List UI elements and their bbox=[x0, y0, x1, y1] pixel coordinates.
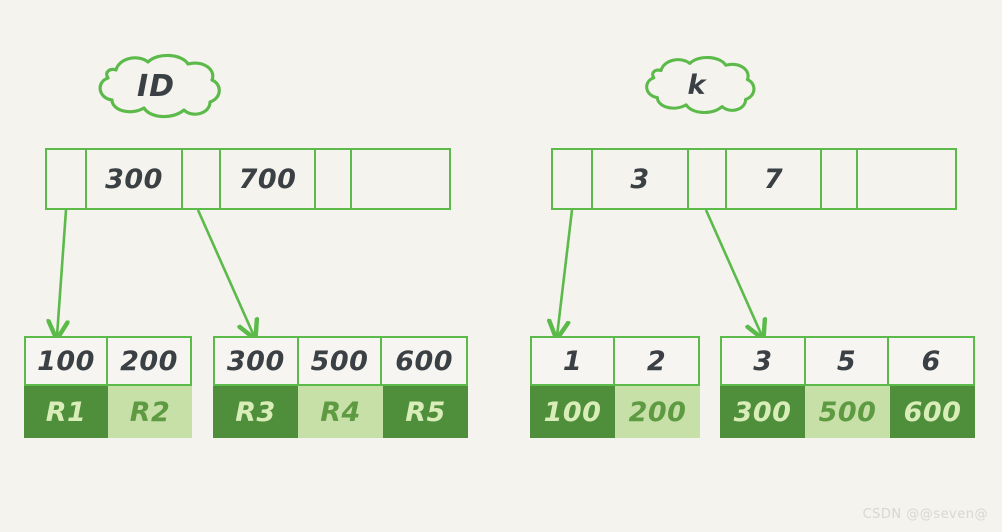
leaf-key-cell[interactable]: 1 bbox=[532, 338, 616, 384]
leaf-key-cell[interactable]: 200 bbox=[120, 345, 178, 377]
root-pointer-cell[interactable] bbox=[689, 150, 727, 208]
leaf-key-cell[interactable]: 300 bbox=[215, 338, 299, 384]
leaf-value-cell[interactable]: R2 bbox=[108, 386, 192, 438]
leaf-value-cell[interactable]: 300 bbox=[720, 386, 805, 438]
root-empty-cell[interactable] bbox=[352, 150, 448, 208]
leaf-value-cell[interactable]: R3 bbox=[213, 386, 298, 438]
leaf-key-cell[interactable]: 100 bbox=[26, 338, 109, 384]
leaf-key-cell[interactable]: 3 bbox=[722, 338, 806, 384]
leaf-node-4: 3 5 6 300 500 600 bbox=[720, 336, 975, 438]
root-empty-cell[interactable] bbox=[858, 150, 954, 208]
leaf-key-cell[interactable]: 500 bbox=[299, 338, 383, 384]
cloud-label-id: ID bbox=[86, 50, 226, 122]
leaf-key-row: 100 200 bbox=[24, 336, 192, 386]
leaf-value-cell[interactable]: R4 bbox=[298, 386, 383, 438]
leaf-node-3: 1 2 100 200 bbox=[530, 336, 700, 438]
cloud-label-k: k bbox=[634, 52, 760, 118]
root-key-cell[interactable]: 3 bbox=[593, 150, 689, 208]
leaf-value-row: 300 500 600 bbox=[720, 386, 975, 438]
leaf-key-cell[interactable]: 2 bbox=[646, 345, 667, 377]
root-pointer-cell[interactable] bbox=[553, 150, 593, 208]
root-node-id: 300 700 bbox=[45, 148, 451, 210]
leaf-value-cell[interactable]: 500 bbox=[805, 386, 890, 438]
leaf-key-row: 300 500 600 bbox=[213, 336, 468, 386]
leaf-value-cell[interactable]: R5 bbox=[383, 386, 468, 438]
root-node-k: 3 7 bbox=[551, 148, 957, 210]
leaf-node-1: 100 200 R1 R2 bbox=[24, 336, 192, 438]
leaf-key-cell[interactable]: 6 bbox=[921, 345, 941, 377]
leaf-value-cell[interactable]: 200 bbox=[615, 386, 700, 438]
root-key-cell[interactable]: 7 bbox=[727, 150, 822, 208]
leaf-value-cell[interactable]: 100 bbox=[530, 386, 615, 438]
leaf-key-cell[interactable]: 5 bbox=[806, 338, 890, 384]
leaf-key-cell[interactable]: 600 bbox=[395, 345, 454, 377]
root-pointer-cell[interactable] bbox=[183, 150, 221, 208]
cloud-label-text: ID bbox=[136, 68, 176, 104]
root-pointer-cell[interactable] bbox=[822, 150, 858, 208]
leaf-value-cell[interactable]: 600 bbox=[890, 386, 975, 438]
cloud-shape-icon bbox=[645, 56, 756, 114]
leaf-value-row: 100 200 bbox=[530, 386, 700, 438]
root-key-cell[interactable]: 300 bbox=[87, 150, 183, 208]
leaf-value-cell[interactable]: R1 bbox=[24, 386, 108, 438]
leaf-value-row: R1 R2 bbox=[24, 386, 192, 438]
cloud-label-text: k bbox=[687, 69, 707, 101]
watermark-text: CSDN @@seven@ bbox=[862, 507, 988, 522]
leaf-value-row: R3 R4 R5 bbox=[213, 386, 468, 438]
root-pointer-cell[interactable] bbox=[316, 150, 352, 208]
root-pointer-cell[interactable] bbox=[47, 150, 87, 208]
leaf-node-2: 300 500 600 R3 R4 R5 bbox=[213, 336, 468, 438]
root-key-cell[interactable]: 700 bbox=[221, 150, 316, 208]
leaf-key-row: 3 5 6 bbox=[720, 336, 975, 386]
leaf-key-row: 1 2 bbox=[530, 336, 700, 386]
cloud-shape-icon bbox=[98, 53, 221, 119]
